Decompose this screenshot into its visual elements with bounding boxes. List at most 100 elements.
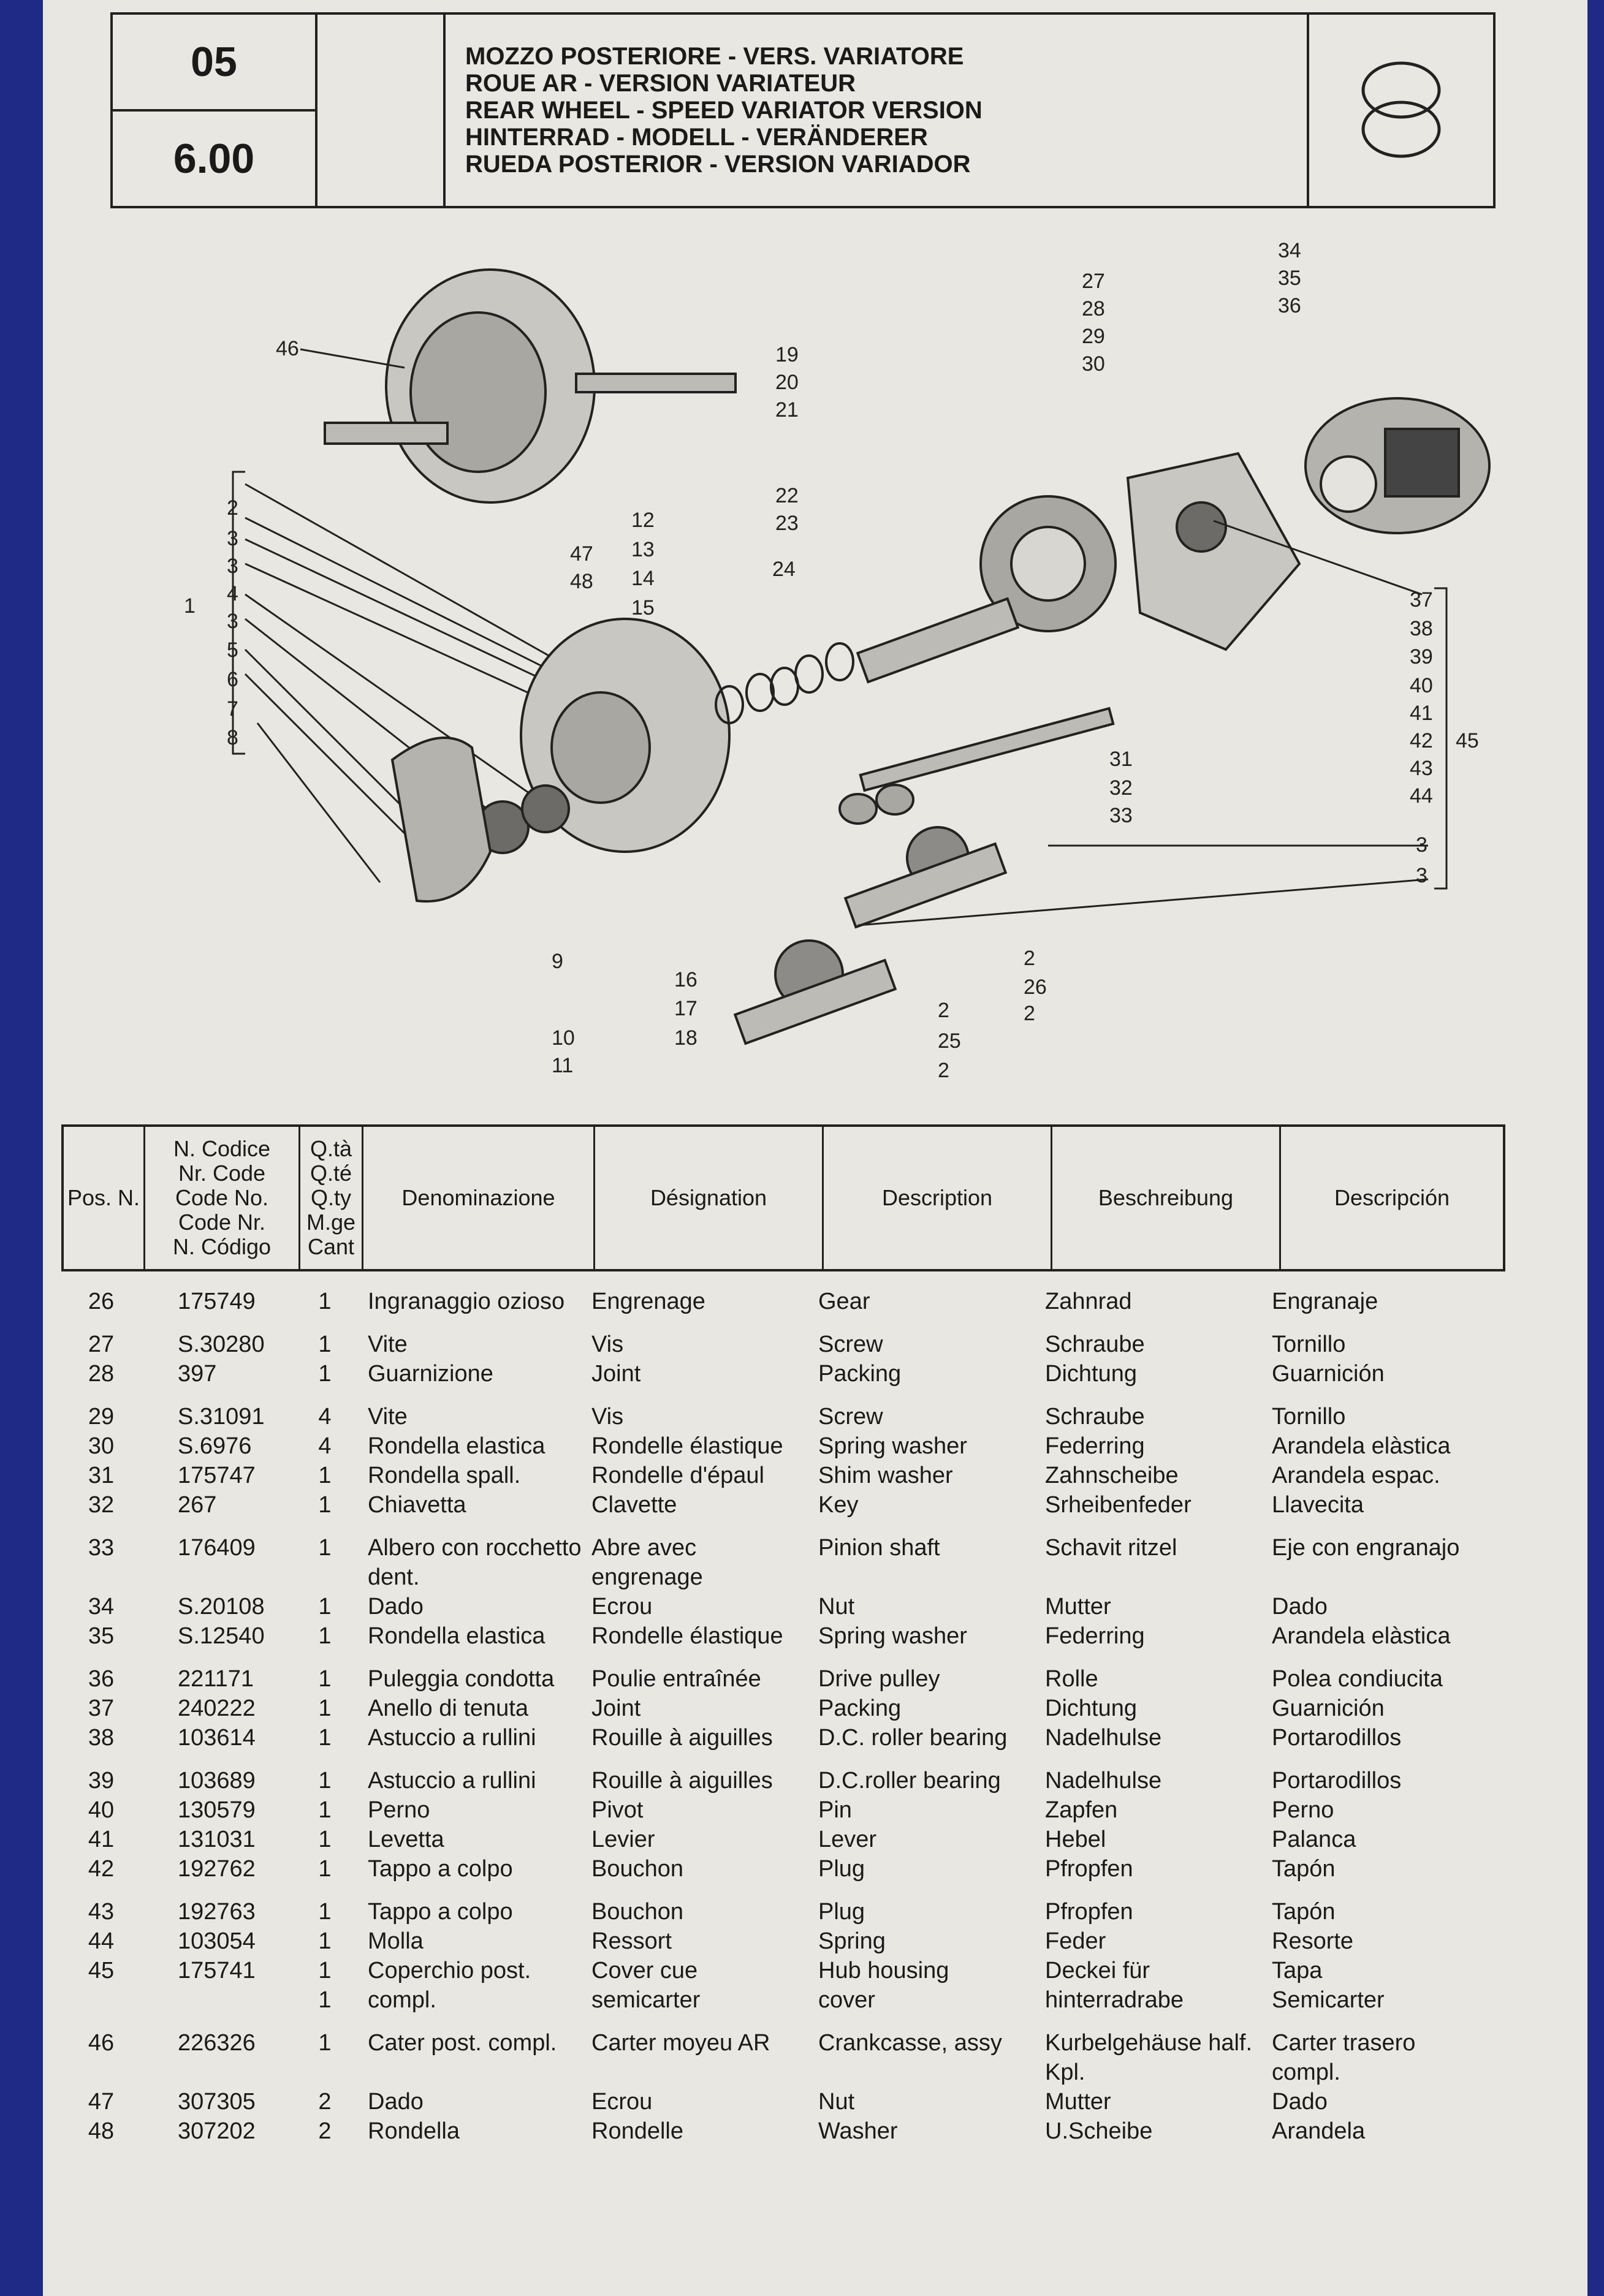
cell-pos: 40 [88,1797,115,1823]
title-it: MOZZO POSTERIORE - VERS. VARIATORE [465,43,964,70]
cell-fr: Joint [591,1695,641,1721]
cell-es: Tornillo [1272,1404,1346,1430]
cell-es: Portarodillos [1272,1768,1402,1794]
cell-qty: 2 [318,2118,332,2144]
cell-fr: Poulie entraînée [591,1666,761,1692]
svg-text:37: 37 [1410,588,1433,612]
cell-de: Zapfen [1045,1797,1118,1823]
col-fr: Désignation [595,1127,824,1269]
svg-text:29: 29 [1082,325,1105,348]
cell-fr: Rondelle d'épaul [591,1463,764,1488]
cell-it: Rondella elastica [368,1623,545,1649]
cell-de: Nadelhulse [1045,1768,1162,1794]
cell-pos: 39 [88,1768,115,1794]
cell-qty: 1 [318,1535,332,1561]
exploded-view-diagram: 46 1 2 3 3 4 3 5 6 7 8 9 10 11 47 48 12 … [123,221,1508,1103]
cell-de: Pfropfen [1045,1899,1133,1925]
svg-text:33: 33 [1109,804,1133,827]
svg-text:23: 23 [775,512,799,535]
cell-code: 176409 [178,1535,256,1561]
cell-it: compl. [368,1987,436,2013]
cell-code: 175741 [178,1958,256,1983]
svg-text:5: 5 [227,638,238,662]
cell-fr: Ressort [591,1928,672,1954]
cell-code: 175747 [178,1463,256,1488]
cell-pos [61,1985,141,2015]
cell-fr: Engrenage [591,1289,705,1314]
cell-pos: 41 [88,1827,115,1852]
svg-text:27: 27 [1082,270,1105,293]
col-es: Descripción [1334,1185,1450,1210]
cell-es: Arandela espac. [1272,1463,1440,1488]
cell-fr: Rondelle [591,2118,683,2144]
cell-it: Astuccio a rullini [368,1768,536,1794]
col-code-en: Code No. [175,1185,269,1210]
col-de: Beschreibung [1052,1127,1281,1269]
title-fr: ROUE AR - VERSION VARIATEUR [465,70,856,97]
col-en: Description [824,1127,1052,1269]
cell-qty: 1 [318,1361,332,1387]
cell-en: Packing [818,1695,902,1721]
svg-text:40: 40 [1410,674,1433,697]
svg-text:36: 36 [1278,294,1301,317]
cell-es: Engranaje [1272,1289,1378,1314]
cell-es: Portarodillos [1272,1725,1402,1751]
svg-text:14: 14 [631,567,655,590]
col-code-it: N. Codice [173,1136,271,1161]
sheet-number: 6.00 [173,135,255,182]
cell-it: Vite [368,1332,408,1357]
cell-es: Guarnición [1272,1695,1385,1721]
cell-it: Albero con rocchetto dent. [368,1535,582,1590]
cell-es: Dado [1272,1594,1328,1620]
cell-code: 192762 [178,1856,256,1882]
svg-text:2: 2 [1024,947,1035,970]
cell-en: Drive pulley [818,1666,940,1692]
svg-text:6: 6 [227,668,238,691]
catalog-page: 05 6.00 MOZZO POSTERIORE - VERS. VARIATO… [43,0,1587,2296]
cell-pos: 42 [88,1856,115,1882]
col-qty-en: Q.ty [310,1185,351,1210]
cell-qty: 1 [318,1797,332,1823]
cell-en: Spring washer [818,1623,967,1649]
cell-en: Hub housing [818,1958,949,1983]
cell-code: 221171 [178,1666,254,1692]
cell-qty: 1 [318,2030,332,2056]
svg-text:11: 11 [552,1054,573,1077]
svg-text:42: 42 [1410,729,1433,752]
cell-fr: Ecrou [591,1594,653,1620]
cell-it: Tappo a colpo [368,1899,513,1925]
cell-en: Crankcasse, assy [818,2030,1002,2056]
cell-qty: 1 [318,1332,332,1357]
cell-qty: 1 [318,1463,332,1488]
cell-de: Zahnscheibe [1045,1463,1179,1488]
cell-es: Palanca [1272,1827,1356,1852]
svg-text:48: 48 [570,570,593,593]
svg-text:41: 41 [1410,702,1433,725]
cell-pos: 47 [88,2089,115,2115]
col-code-fr: Nr. Code [178,1161,266,1186]
cell-en: Key [818,1492,859,1518]
cell-de: Schraube [1045,1404,1145,1430]
cell-en: Washer [818,2118,898,2144]
cell-fr: semicarter [591,1987,701,2013]
col-it: Denominazione [363,1127,595,1269]
cell-pos: 33 [88,1535,115,1561]
cell-de: U.Scheibe [1045,2118,1153,2144]
svg-text:39: 39 [1410,645,1433,669]
cell-pos: 34 [88,1594,115,1620]
cell-pos: 45 [88,1958,115,1983]
svg-text:3: 3 [1416,833,1427,857]
cell-fr: Pivot [591,1797,644,1823]
cell-code: S.12540 [178,1623,265,1649]
cell-code: S.31091 [178,1404,265,1430]
svg-text:10: 10 [552,1026,575,1050]
